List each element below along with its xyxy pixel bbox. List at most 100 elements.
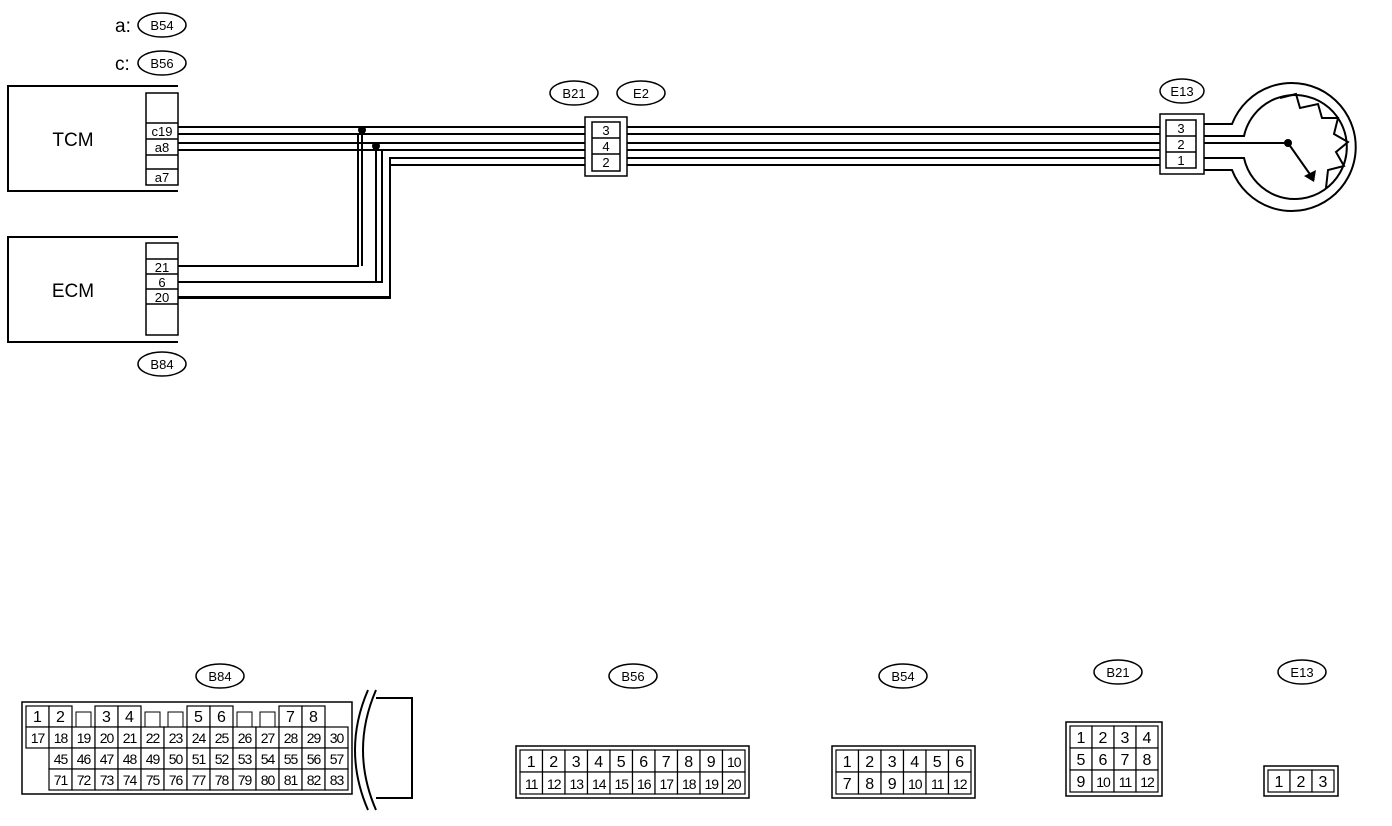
connector-view-badge (1093, 659, 1143, 685)
ecm-connector-badge (137, 351, 187, 377)
tcm-pin-c19: c19 (152, 124, 173, 139)
connector-pin-label: 27 (261, 730, 276, 746)
connector-pin-label: 4 (125, 709, 134, 726)
connector-pin-label: 25 (215, 730, 230, 746)
connector-pin-label: 52 (215, 751, 230, 767)
connector-pin-label: 18 (682, 776, 697, 792)
connector-pin-label: 6 (955, 754, 964, 771)
connector-pin-label: 11 (1119, 774, 1133, 790)
connector-view-id: E13 (1290, 665, 1313, 680)
connector-pin-label: 7 (286, 709, 295, 726)
connector-pin-label: 8 (1143, 752, 1152, 769)
connector-pin-label: 9 (707, 754, 716, 771)
connector-pin-label: 30 (330, 730, 345, 746)
ecm-label: ECM (52, 281, 94, 302)
connector-pin-label: 15 (614, 776, 629, 792)
connector-pin-label: 21 (123, 730, 138, 746)
connector-pin-label: 8 (684, 754, 693, 771)
ecm-pin-21: 21 (155, 260, 169, 275)
connector-view-id: B56 (621, 669, 644, 684)
connector-pin-label: 53 (238, 751, 253, 767)
legend-prefix-c: c: (115, 54, 130, 75)
legend-prefix-a: a: (115, 16, 131, 37)
connector-pin-label: 56 (307, 751, 322, 767)
connector-pin-label: 3 (102, 709, 111, 726)
connector-pin-label: 82 (307, 772, 322, 788)
legend: a: B54 c: B56 (115, 12, 187, 76)
tcm-pin-a7: a7 (155, 170, 169, 185)
connector-pin-label: 26 (238, 730, 253, 746)
connector-pin-label: 76 (169, 772, 184, 788)
connector-pin-label: 8 (865, 776, 874, 793)
connector-pin-label: 2 (549, 754, 558, 771)
connector-view-badge (195, 663, 245, 689)
connector-view-badge (878, 663, 928, 689)
connector-pin-label: 48 (123, 751, 138, 767)
connector-pin-label: 78 (215, 772, 230, 788)
junction-left-id: B21 (562, 86, 585, 101)
sensor-pin-1: 1 (1177, 153, 1184, 168)
connector-pin-label: 83 (330, 772, 345, 788)
connector-pin-label: 11 (931, 776, 945, 792)
connector-pin-label: 2 (1297, 774, 1306, 791)
connector-pin-label: 7 (662, 754, 671, 771)
connector-pin-label: 3 (572, 754, 581, 771)
connector-pin-label: 12 (953, 776, 968, 792)
ecm-connector-id: B84 (150, 357, 173, 372)
tcm-module: TCM c19 a8 a7 (7, 85, 179, 192)
connector-view-id: B21 (1106, 665, 1129, 680)
connector-pin-label: 5 (933, 754, 942, 771)
connector-pin-label: 2 (1099, 730, 1108, 747)
connector-pin-label: 11 (525, 776, 539, 792)
connector-pin-label: 13 (569, 776, 584, 792)
connector-view-badge (608, 663, 658, 689)
connector-pin-label: 8 (309, 709, 318, 726)
junction-connector: B21 E2 3 4 2 (549, 80, 666, 177)
connector-pin-label: 55 (284, 751, 299, 767)
junction-pin-2: 2 (602, 155, 609, 170)
connector-pin-label: 51 (192, 751, 207, 767)
connector-pin-label: 4 (910, 754, 919, 771)
connector-pin-label: 17 (659, 776, 674, 792)
connector-pin-label: 28 (284, 730, 299, 746)
connector-pin-label: 20 (100, 730, 115, 746)
connector-pin-label: 5 (617, 754, 626, 771)
connector-pin-label: 23 (169, 730, 184, 746)
connector-pin-label: 75 (146, 772, 161, 788)
connector-pin-label: 49 (146, 751, 161, 767)
legend-connector-c: B56 (150, 56, 173, 71)
connector-pin-label: 4 (1143, 730, 1152, 747)
connector-pin-label: 10 (727, 754, 742, 770)
sensor-connector-id: E13 (1170, 84, 1193, 99)
connector-pin-label: 71 (54, 772, 69, 788)
sensor-connector-badge (1159, 78, 1205, 104)
connector-pin-label: 16 (637, 776, 652, 792)
connector-pin-label: 54 (261, 751, 276, 767)
connector-pin-label: 18 (54, 730, 69, 746)
connector-pin-label: 6 (1099, 752, 1108, 769)
connector-pin-label: 7 (843, 776, 852, 793)
connector-pin-label: 5 (1077, 752, 1086, 769)
connector-pin-label: 22 (146, 730, 161, 746)
junction-pin-4: 4 (602, 139, 609, 154)
connector-pin-label: 3 (1121, 730, 1130, 747)
legend-badge-a (137, 12, 187, 38)
connector-pin-label: 81 (284, 772, 299, 788)
connector-pin-label: 24 (192, 730, 207, 746)
connector-view-badge (1277, 659, 1327, 685)
connector-pin-label: 9 (1077, 774, 1086, 791)
connector-pin-label: 20 (727, 776, 742, 792)
sensor: E13 3 2 1 (1159, 78, 1357, 212)
connector-pin-label: 2 (56, 709, 65, 726)
connector-pin-label: 2 (865, 754, 874, 771)
legend-badge-c (137, 50, 187, 76)
connector-pin-label: 19 (77, 730, 92, 746)
connector-pin-label: 14 (592, 776, 607, 792)
ecm-module: ECM 21 6 20 B84 (7, 236, 187, 377)
